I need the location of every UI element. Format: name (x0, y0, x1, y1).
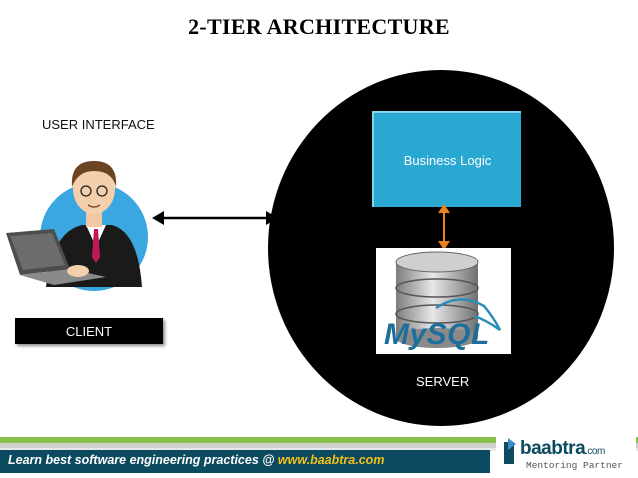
footer-stripes (0, 431, 638, 451)
page-title: 2-TIER ARCHITECTURE (188, 14, 450, 39)
server-label: SERVER (416, 374, 470, 389)
footer-url-link[interactable]: www.baabtra.com (277, 453, 385, 467)
mysql-logo-text: MySQL (384, 318, 490, 351)
user-interface-label: USER INTERFACE (42, 117, 155, 132)
user-at-laptop-icon (6, 161, 148, 291)
database-panel: MySQL (376, 248, 511, 354)
baabtra-logo-icon (496, 434, 636, 476)
brand-name-text: baabtra (520, 438, 586, 459)
mysql-database-icon (395, 251, 502, 348)
brand-subtitle: Mentoring Partner (526, 460, 623, 471)
footer-tagline-text: Learn best software engineering practice… (8, 453, 278, 467)
brand-name: baabtra.com (520, 438, 605, 460)
business-logic-box: Business Logic (372, 111, 521, 207)
brand-suffix: .com (585, 446, 605, 457)
logic-database-double-arrow (438, 204, 450, 250)
footer-bar (0, 450, 490, 473)
footer-tagline: Learn best software engineering practice… (8, 453, 384, 467)
client-server-double-arrow (152, 211, 278, 225)
business-logic-label: Business Logic (403, 153, 492, 168)
client-label-box: CLIENT (15, 318, 163, 344)
